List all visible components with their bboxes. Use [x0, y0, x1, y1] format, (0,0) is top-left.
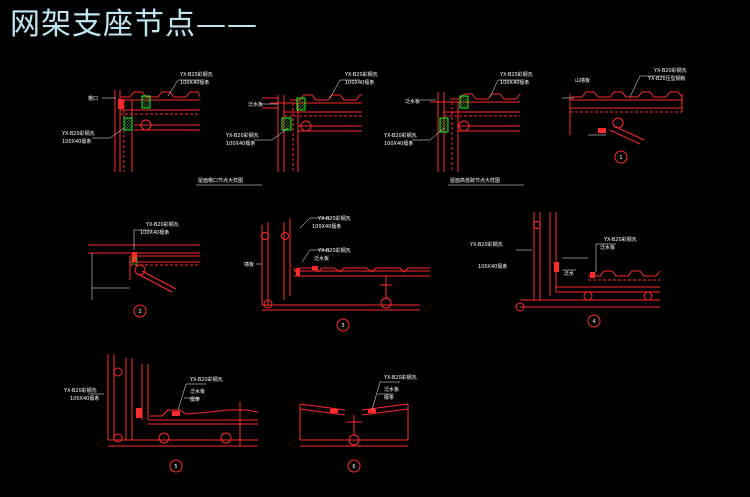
detail-6-label-top: YX-B20彩钢瓦 — [317, 215, 351, 222]
detail-1-label-left-2: 100X40檩条 — [62, 138, 91, 145]
detail-6-mark: 墙板 — [244, 261, 254, 268]
caption-eave-detail: 屋面檐口节点大样图 — [198, 177, 243, 184]
detail-4-label-top-2: YX-B20压型钢板 — [647, 75, 686, 82]
detail-7-valley-node — [515, 212, 661, 328]
detail-7-label-top: YX-B20彩钢瓦 — [603, 236, 637, 243]
detail-8-wall-node — [107, 354, 259, 473]
detail-8-label-left: YX-B20彩钢瓦 — [63, 387, 97, 394]
detail-9-leaders — [371, 381, 400, 411]
detail-5-number: 2 — [138, 309, 141, 315]
detail-9-label-top-3: 檩条 — [384, 394, 394, 401]
detail-6-label-mid-2: 泛水板 — [314, 255, 329, 262]
detail-7-label-top-2: 泛水板 — [600, 244, 615, 251]
detail-1-mark: 檐口 — [88, 95, 98, 102]
detail-2-eave-node — [262, 94, 362, 172]
detail-2-label-left-2: 100X40檩条 — [226, 140, 255, 147]
detail-9-label-top-2: 泛水板 — [384, 386, 399, 393]
detail-3-label-top-2: 100X40檩条 — [500, 79, 529, 86]
detail-1-label-left: YX-B20彩钢瓦 — [61, 130, 95, 137]
detail-8-label-top-3: 檩条 — [190, 396, 200, 403]
detail-6-leaders — [256, 217, 330, 265]
detail-3-label-top: YX-B20彩钢瓦 — [499, 71, 533, 78]
detail-3-leaders — [412, 79, 520, 141]
detail-5-dimension — [91, 229, 152, 300]
detail-8-label-left-2: 100X40檩条 — [70, 395, 99, 402]
detail-1-label-top: YX-B20彩钢瓦 — [179, 71, 213, 78]
detail-2-label-top: YX-B20彩钢瓦 — [344, 71, 378, 78]
detail-3-eave-node — [430, 92, 521, 172]
caption-high-low-span-detail: 屋面高低跨节点大样图 — [450, 177, 500, 184]
detail-9-ridge-node — [299, 403, 409, 473]
detail-6-label-top-2: 100X40檩条 — [312, 223, 341, 230]
detail-5-label-top-2: 100X40檩条 — [140, 229, 169, 236]
detail-7-label-left-2: 100X40檩条 — [478, 263, 507, 270]
detail-4-leaders — [562, 75, 665, 136]
detail-8-number: 5 — [174, 464, 177, 470]
detail-2-label-left: YX-B20彩钢瓦 — [225, 132, 259, 139]
detail-8-label-top: YX-B20彩钢瓦 — [189, 376, 223, 383]
detail-5-gutter-node — [88, 244, 200, 318]
detail-7-mark: 泛水 — [564, 270, 574, 277]
detail-4-mark: 山墙板 — [575, 77, 590, 84]
detail-4-gable-node — [569, 91, 683, 164]
detail-6-label-mid: YX-B20彩钢瓦 — [317, 247, 351, 254]
detail-9-number: 6 — [352, 464, 355, 470]
detail-7-number: 4 — [592, 319, 595, 325]
detail-7-label-left: YX-B20彩钢瓦 — [469, 241, 503, 248]
detail-3-mark: 泛水板 — [405, 98, 420, 105]
detail-1-eave-node — [114, 90, 201, 172]
detail-1-leaders — [92, 79, 200, 139]
detail-9-label-top: YX-B20彩钢瓦 — [383, 374, 417, 381]
detail-8-label-top-2: 泛水板 — [190, 388, 205, 395]
detail-1-label-top-2: 100X40檩条 — [180, 79, 209, 86]
detail-5-label-top: YX-B20彩钢瓦 — [145, 221, 179, 228]
detail-3-label-left: YX-B20彩钢瓦 — [383, 132, 417, 139]
page-title: 网架支座节点—— — [10, 7, 258, 42]
detail-6-parapet-node — [261, 218, 430, 332]
detail-3-label-left-2: 100X40檩条 — [384, 140, 413, 147]
detail-2-label-top-2: 100X40檩条 — [345, 79, 374, 86]
detail-8-leaders — [88, 383, 206, 411]
detail-4-number: 1 — [619, 155, 622, 161]
detail-2-mark: 泛水板 — [248, 101, 263, 108]
detail-2-leaders — [254, 79, 360, 141]
detail-4-label-top: YX-B20彩钢瓦 — [653, 67, 687, 74]
detail-7-leaders — [516, 243, 616, 272]
detail-6-number: 3 — [341, 323, 344, 329]
